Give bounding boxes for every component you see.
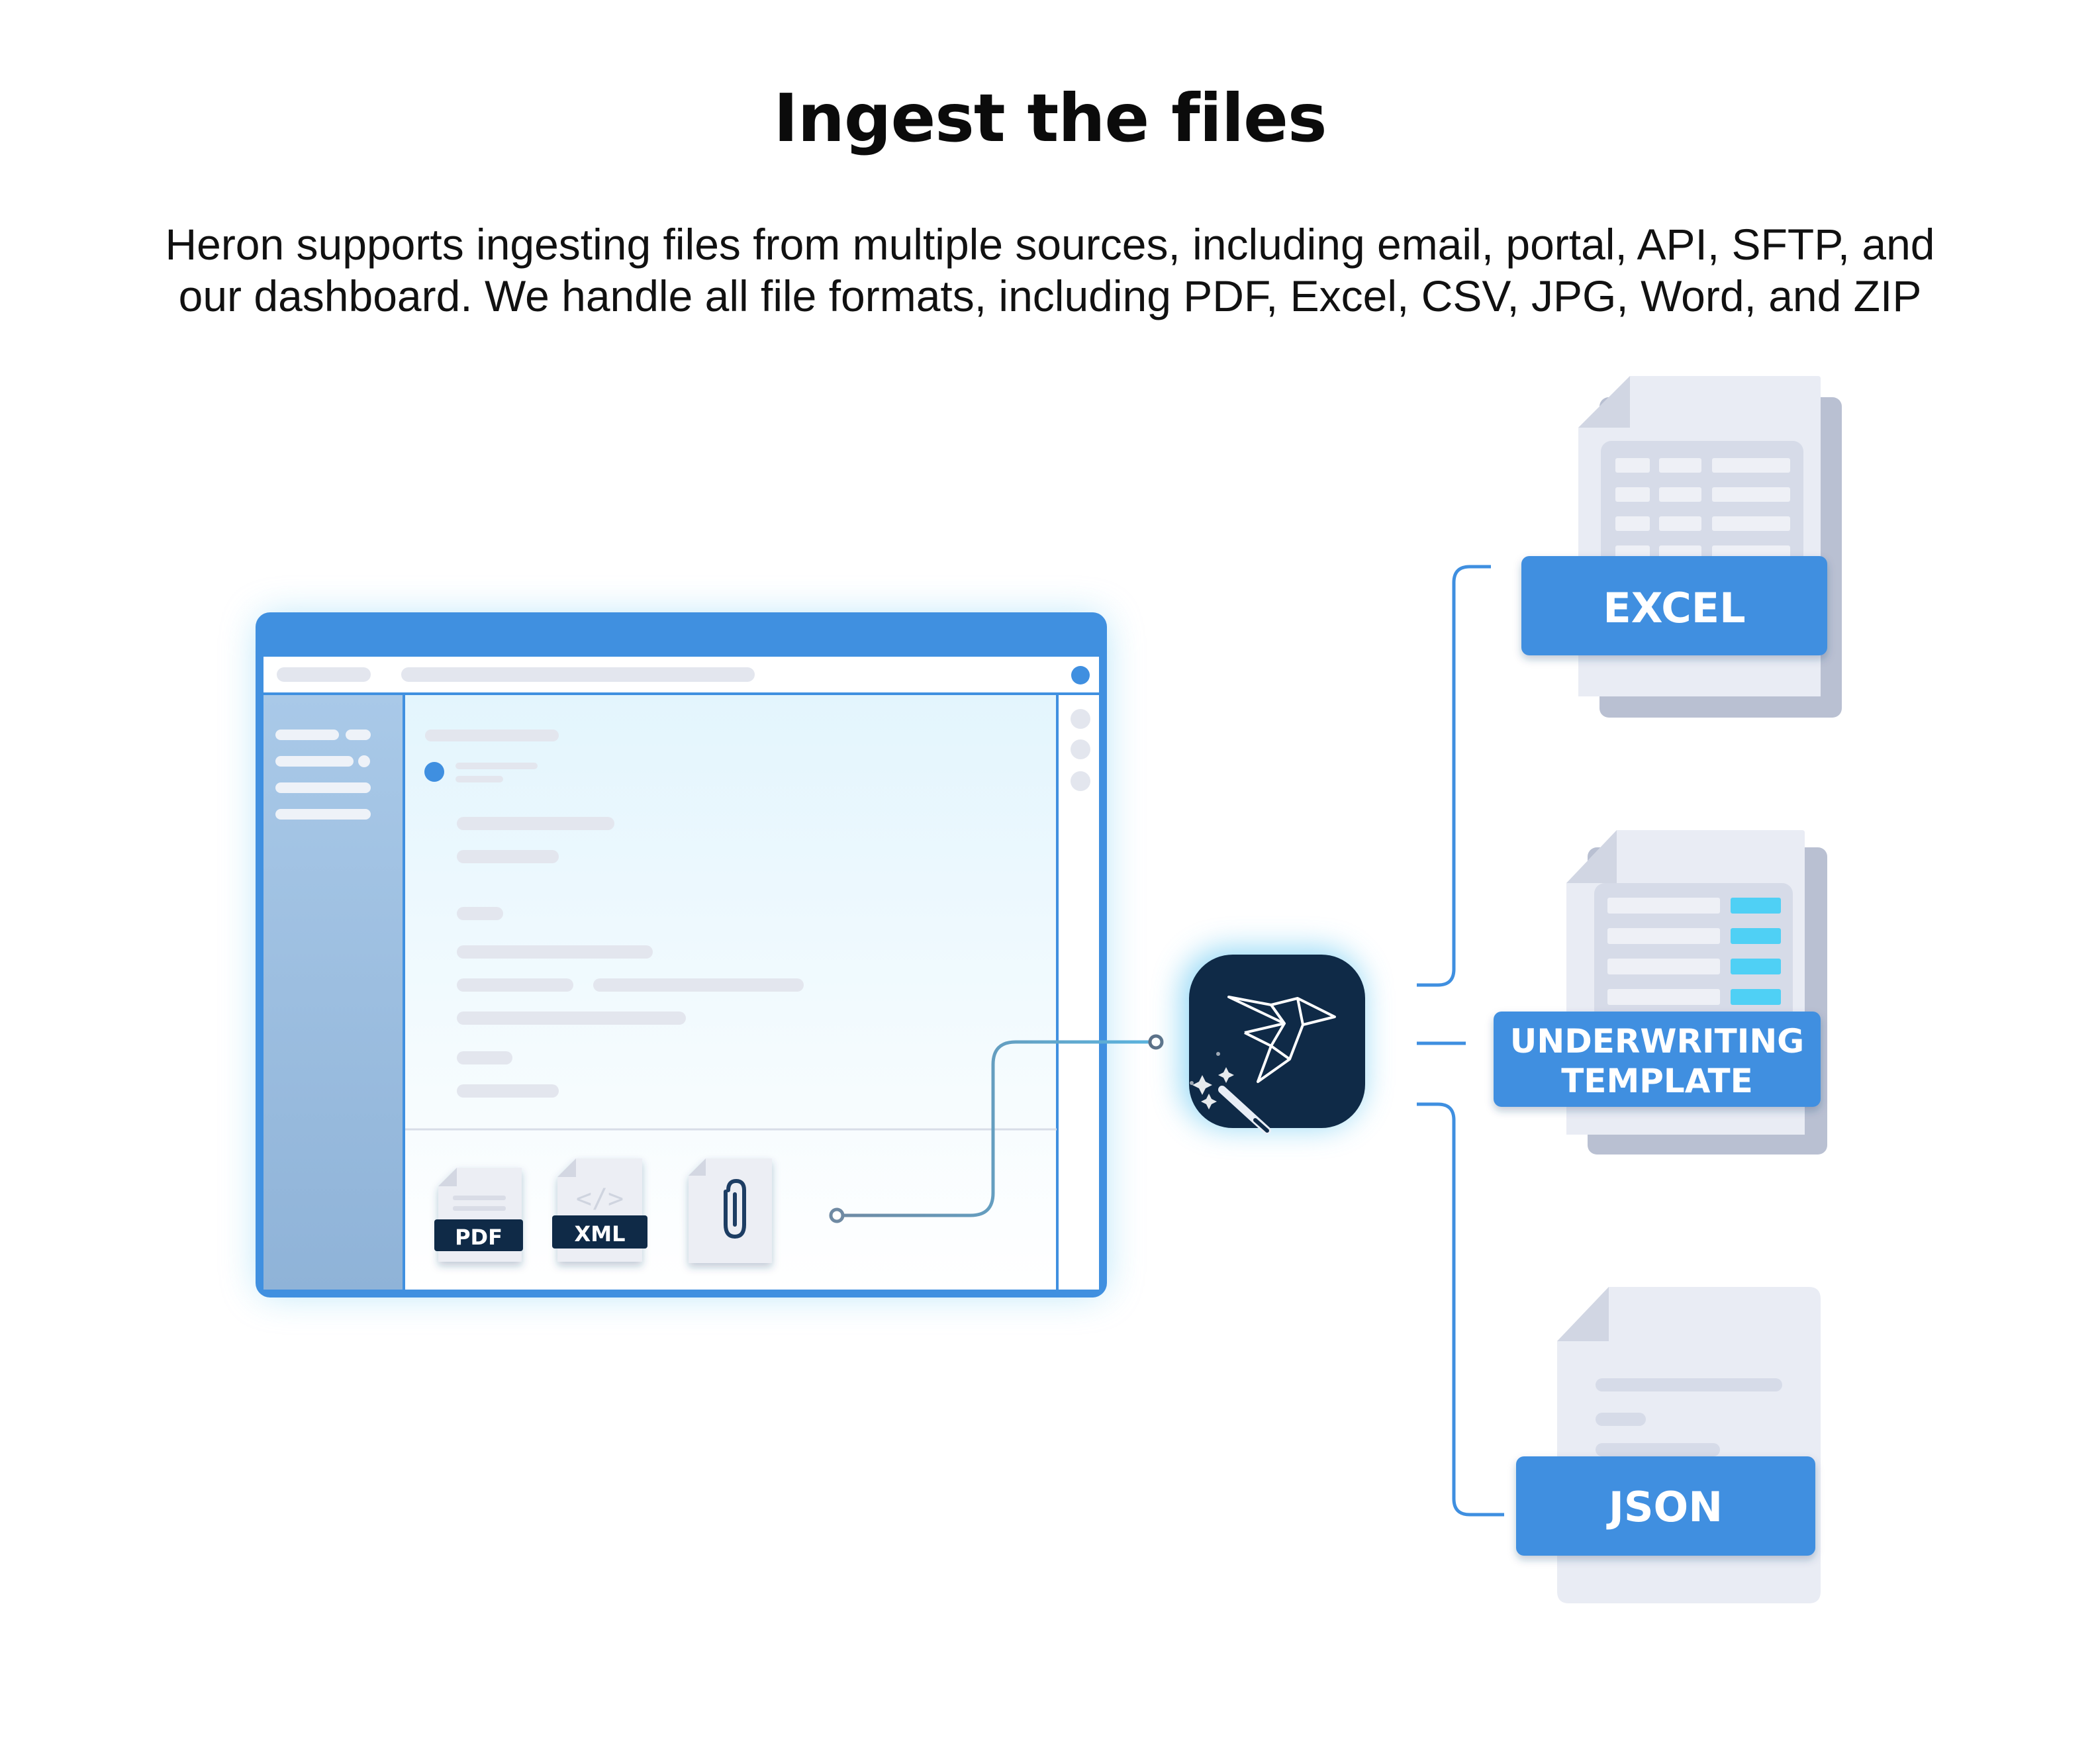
underwriting-template-badge xyxy=(1494,1012,1821,1107)
underwriting-label-line-2: TEMPLATE xyxy=(1561,1062,1753,1100)
window-tab-placeholder xyxy=(277,667,371,682)
excel-document xyxy=(1578,376,1842,718)
json-badge-label: JSON xyxy=(1606,1483,1723,1531)
json-badge xyxy=(1516,1456,1815,1556)
page-subtitle: Heron supports ingesting files from mult… xyxy=(86,218,2014,322)
address-bar-placeholder xyxy=(401,667,755,682)
code-glyph: </> xyxy=(576,1184,624,1214)
connector-end-node xyxy=(1148,1034,1164,1050)
heron-origami-bird-icon xyxy=(1181,948,1365,1135)
excel-badge xyxy=(1521,556,1827,655)
excel-badge-label: EXCEL xyxy=(1603,584,1745,632)
json-document xyxy=(1557,1287,1821,1603)
json-connector xyxy=(1417,1102,1504,1517)
excel-connector xyxy=(1417,565,1491,987)
dashboard-right-rail xyxy=(1058,695,1099,1290)
subtitle-line-1: Heron supports ingesting files from mult… xyxy=(165,220,1935,269)
profile-dot xyxy=(1071,666,1090,684)
pdf-badge-label: PDF xyxy=(455,1225,502,1250)
attachment-file xyxy=(689,1158,772,1263)
underwriting-label-line-1: UNDERWRITING xyxy=(1510,1022,1804,1061)
magic-wand-icon xyxy=(1218,1086,1271,1135)
connector-start-node xyxy=(829,1207,845,1223)
dashboard-sidebar xyxy=(263,695,404,1290)
xml-badge xyxy=(552,1215,647,1249)
xml-badge-label: XML xyxy=(575,1221,626,1247)
ingest-connector xyxy=(838,1040,1153,1217)
subtitle-line-2: our dashboard. We handle all file format… xyxy=(178,271,1922,320)
dashboard-window xyxy=(256,612,1107,1297)
pdf-badge xyxy=(434,1219,523,1251)
paperclip-icon xyxy=(724,1178,746,1239)
page-title: Ingest the files xyxy=(773,79,1327,157)
